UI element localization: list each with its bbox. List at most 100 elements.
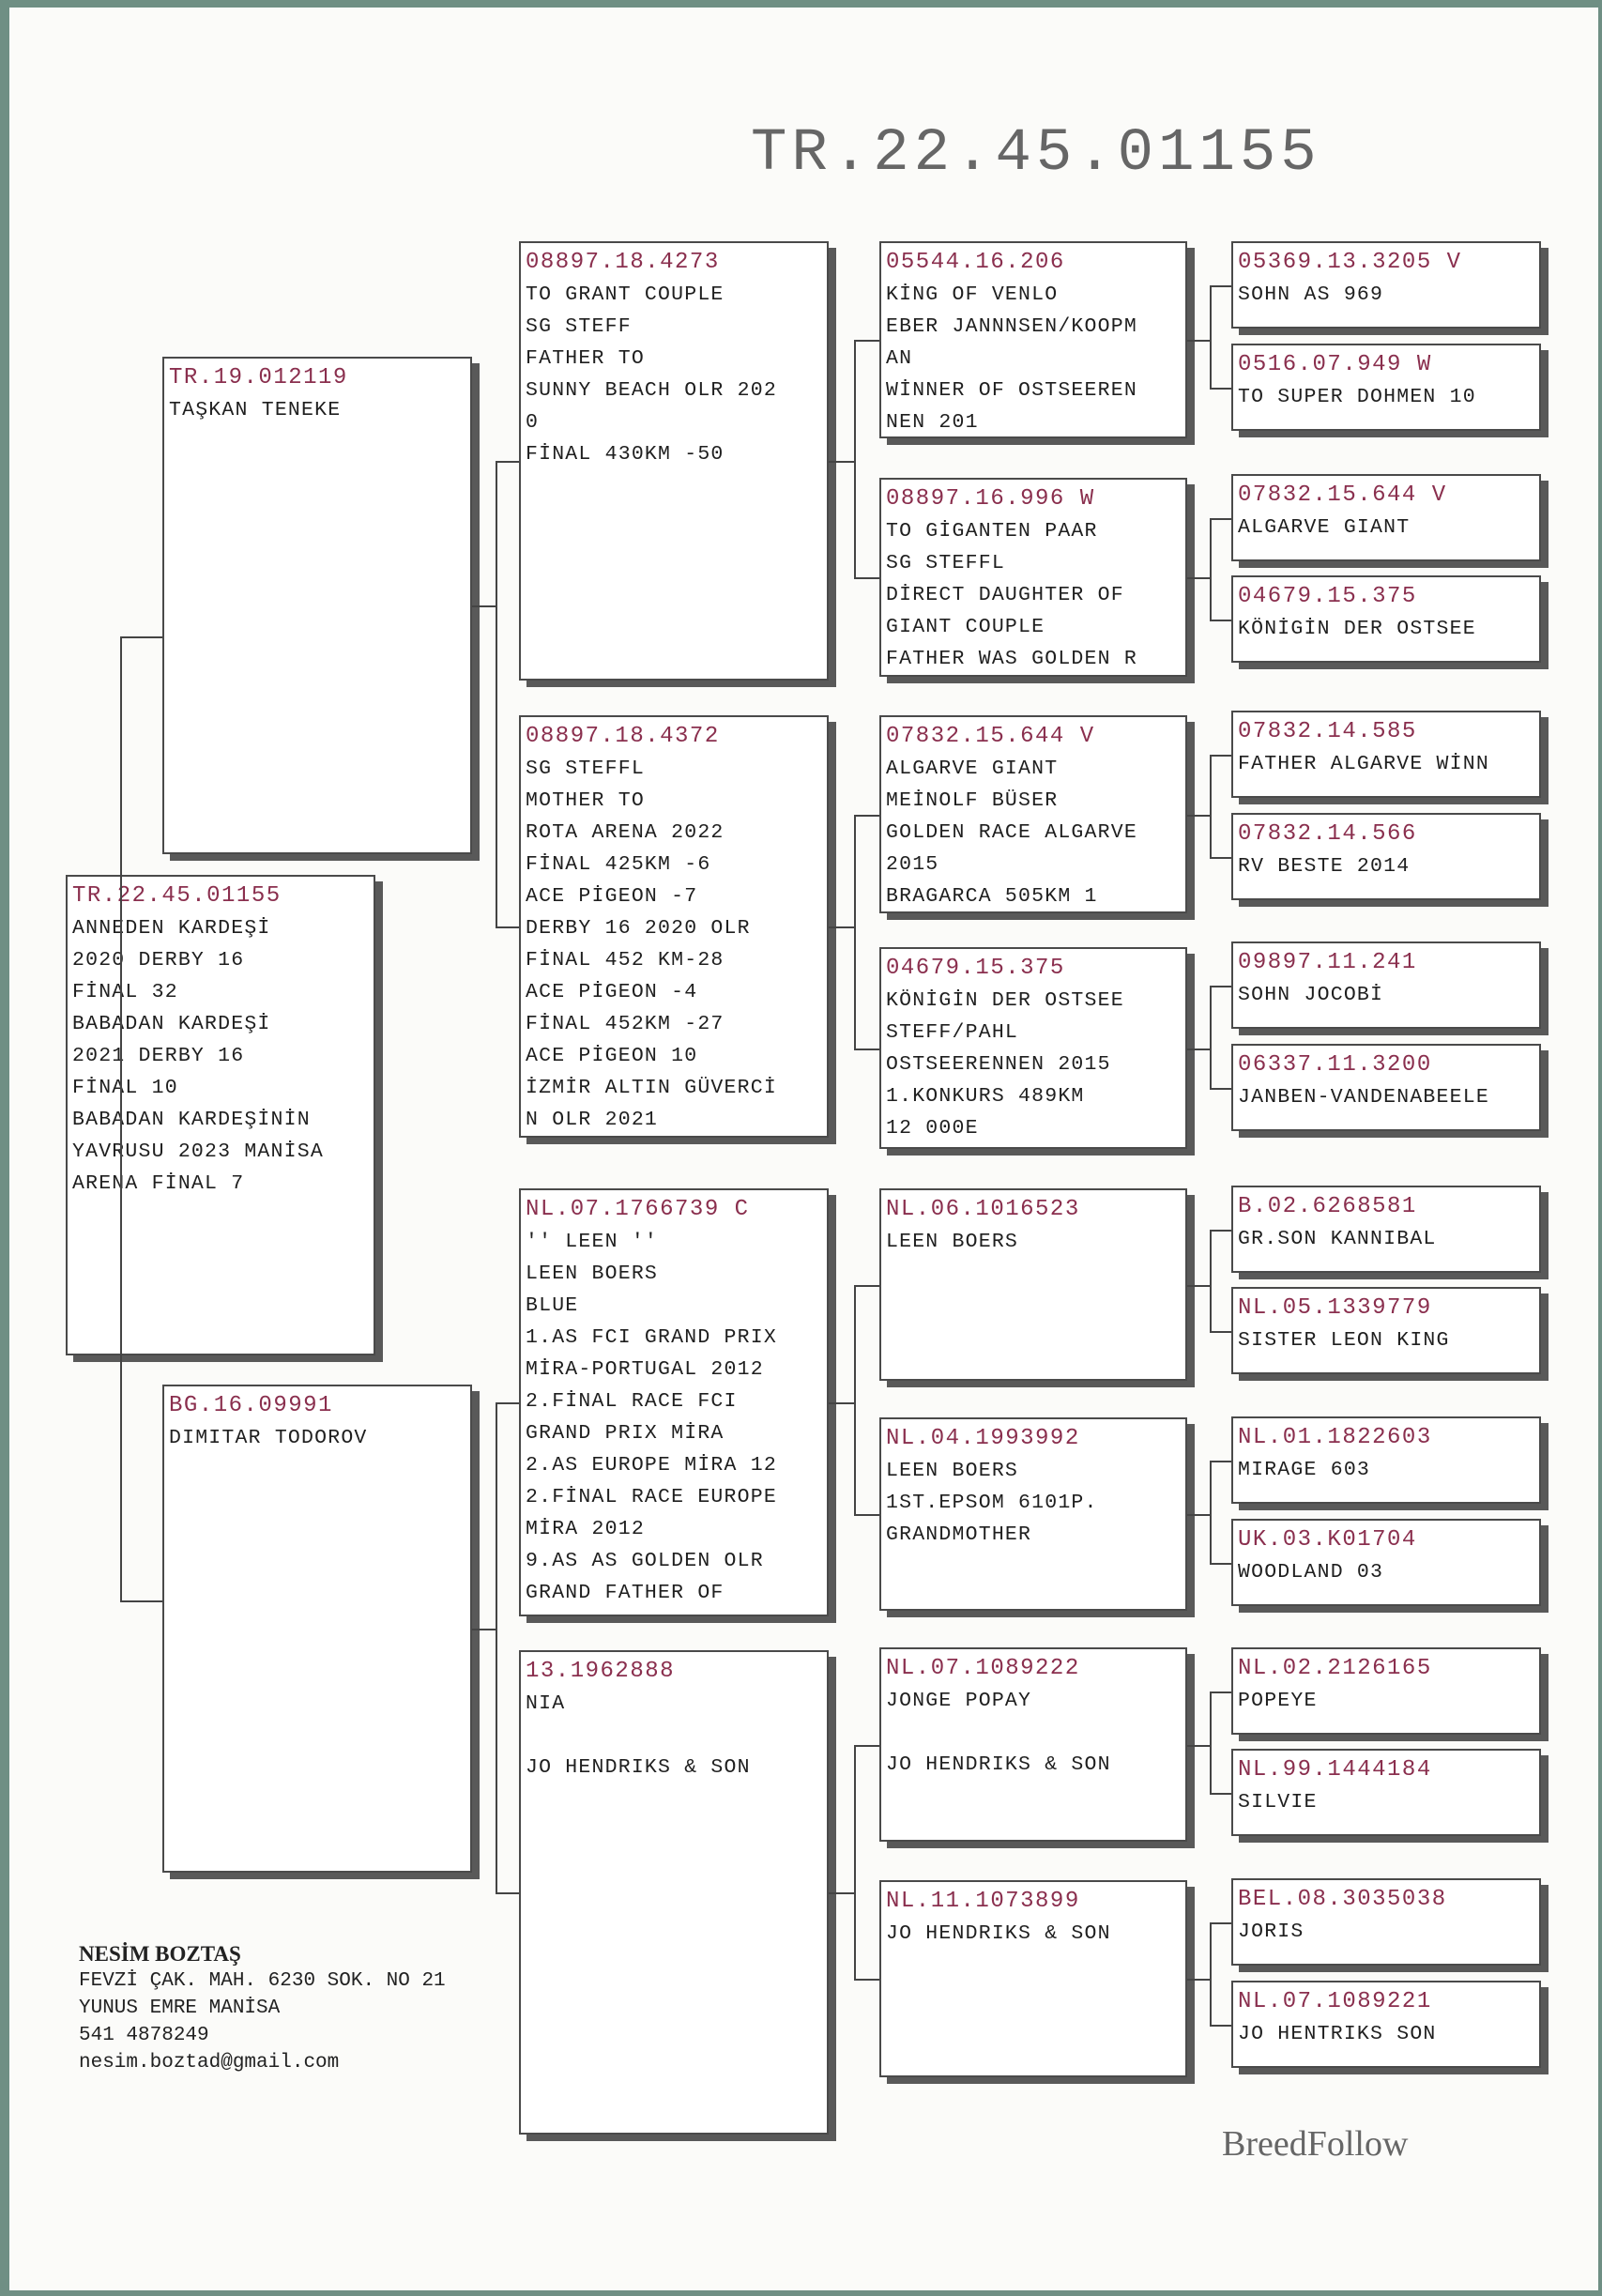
pedigree-note-line: NIA [526, 1692, 566, 1715]
pedigree-note-line: FİNAL 452KM -27 [526, 1013, 725, 1035]
connector-line [1210, 755, 1231, 757]
ring-number: 08897.16.996 W [886, 486, 1095, 512]
ring-number: NL.04.1993992 [886, 1426, 1080, 1451]
ring-number: NL.11.1073899 [886, 1889, 1080, 1914]
connector-line [829, 1402, 854, 1404]
pedigree-note-line: KÖNİGİN DER OSTSEE [886, 989, 1124, 1012]
ring-number: 07832.15.644 V [1238, 482, 1447, 508]
page-title: TR.22.45.01155 [751, 120, 1321, 188]
pedigree-note-line: TAŞKAN TENEKE [169, 399, 342, 421]
pedigree-note-line: NEN 201 [886, 411, 979, 434]
connector-line [120, 636, 122, 1600]
pedigree-note-line: '' LEEN '' [526, 1231, 659, 1253]
connector-line [1210, 2025, 1231, 2027]
connector-line [496, 926, 519, 928]
pedigree-note-line: 9.AS AS GOLDEN OLR [526, 1550, 764, 1572]
pedigree-note-line: SG STEFFL [526, 758, 645, 780]
pedigree-note-line: TO GİGANTEN PAAR [886, 520, 1098, 543]
pedigree-note-line: WİNNER OF OSTSEEREN [886, 379, 1137, 402]
connector-line [1210, 620, 1231, 621]
connector-line [1210, 1461, 1231, 1462]
connector-line [496, 1402, 519, 1404]
ring-number: 0516.07.949 W [1238, 352, 1432, 377]
connector-line [854, 815, 856, 1049]
pedigree-note-line: BABADAN KARDEŞİ [72, 1013, 271, 1035]
connector-line [1210, 1691, 1212, 1793]
ring-number: BEL.08.3035038 [1238, 1887, 1447, 1912]
connector-line [854, 1979, 879, 1981]
pedigree-note-line: MEİNOLF BÜSER [886, 789, 1059, 812]
ring-number: NL.06.1016523 [886, 1197, 1080, 1222]
pedigree-note-line: FATHER ALGARVE WİNN [1238, 753, 1489, 775]
ring-number: 09897.11.241 [1238, 950, 1417, 975]
pedigree-note-line: MOTHER TO [526, 789, 645, 812]
connector-line [854, 1745, 856, 1979]
pedigree-note-line: DERBY 16 2020 OLR [526, 917, 751, 940]
connector-line [854, 1285, 879, 1287]
connector-line [1210, 1230, 1231, 1232]
pedigree-note-line: GRAND PRIX MİRA [526, 1422, 725, 1445]
pedigree-note-line: TO SUPER DOHMEN 10 [1238, 386, 1476, 408]
connector-line [1210, 1461, 1212, 1563]
pedigree-note-line: JANBEN-VANDENABEELE [1238, 1086, 1489, 1109]
pedigree-note-line: İZMİR ALTIN GÜVERCİ [526, 1077, 777, 1099]
pedigree-note-line: EBER JANNNSEN/KOOPM [886, 315, 1137, 338]
brand-logo: BreedFollow [1222, 2124, 1409, 2164]
pedigree-note-line [886, 1717, 1181, 1749]
pedigree-note-line: ACE PİGEON 10 [526, 1045, 698, 1067]
ring-number: 07832.14.566 [1238, 821, 1417, 847]
connector-line [1210, 285, 1231, 287]
connector-line [1187, 815, 1210, 817]
pedigree-note-line: 2.FİNAL RACE FCI [526, 1390, 738, 1413]
pedigree-note-line: LEEN BOERS [886, 1460, 1019, 1482]
connector-line [854, 1049, 879, 1050]
pedigree-note-line: KÖNİGİN DER OSTSEE [1238, 618, 1476, 640]
pedigree-note-line: YAVRUSU 2023 MANİSA [72, 1140, 324, 1163]
grandparent-card: 08897.18.4372 SG STEFFL MOTHER TO ROTA AREN… [519, 715, 829, 1138]
connector-line [1187, 1745, 1210, 1747]
connector-line [496, 1402, 497, 1892]
pedigree-note-line: JO HENDRIKS & SON [886, 1753, 1111, 1776]
ring-number: 04679.15.375 [886, 956, 1065, 981]
ring-number: NL.99.1444184 [1238, 1757, 1432, 1783]
ring-number: NL.01.1822603 [1238, 1425, 1432, 1450]
ring-number: NL.07.1089222 [886, 1656, 1080, 1681]
pedigree-note-line: BRAGARCA 505KM 1 [886, 885, 1098, 908]
pedigree-note-line: JONGE POPAY [886, 1690, 1032, 1712]
connector-line [1187, 1049, 1210, 1050]
pedigree-note-line: GRAND FATHER OF [526, 1582, 725, 1604]
ring-number: TR.19.012119 [169, 365, 348, 390]
owner-phone: 541 4878249 [79, 2025, 209, 2046]
connector-line [1187, 1979, 1210, 1981]
connector-line [1210, 1563, 1231, 1565]
ring-number: 07832.15.644 V [886, 724, 1095, 749]
great-grandparent-card: NL.06.1016523 LEEN BOERS [879, 1188, 1187, 1381]
pedigree-note-line: ROTA ARENA 2022 [526, 821, 725, 844]
ring-number: TR.22.45.01155 [72, 883, 282, 909]
pedigree-note-line: 1ST.EPSOM 6101P. [886, 1492, 1098, 1514]
connector-line [1187, 340, 1210, 342]
connector-line [1187, 1514, 1210, 1516]
pedigree-note-line: FATHER TO [526, 347, 645, 370]
connector-line [472, 605, 496, 607]
pedigree-note-line: N OLR 2021 [526, 1109, 659, 1131]
owner-info: NESİM BOZTAŞ FEVZİ ÇAK. MAH. 6230 SOK. N… [79, 1941, 446, 2076]
ring-number: 05369.13.3205 V [1238, 250, 1462, 275]
connector-line [120, 1600, 162, 1602]
pedigree-note-line: GOLDEN RACE ALGARVE [886, 821, 1137, 844]
ring-number: 08897.18.4372 [526, 724, 720, 749]
connector-line [496, 461, 497, 926]
